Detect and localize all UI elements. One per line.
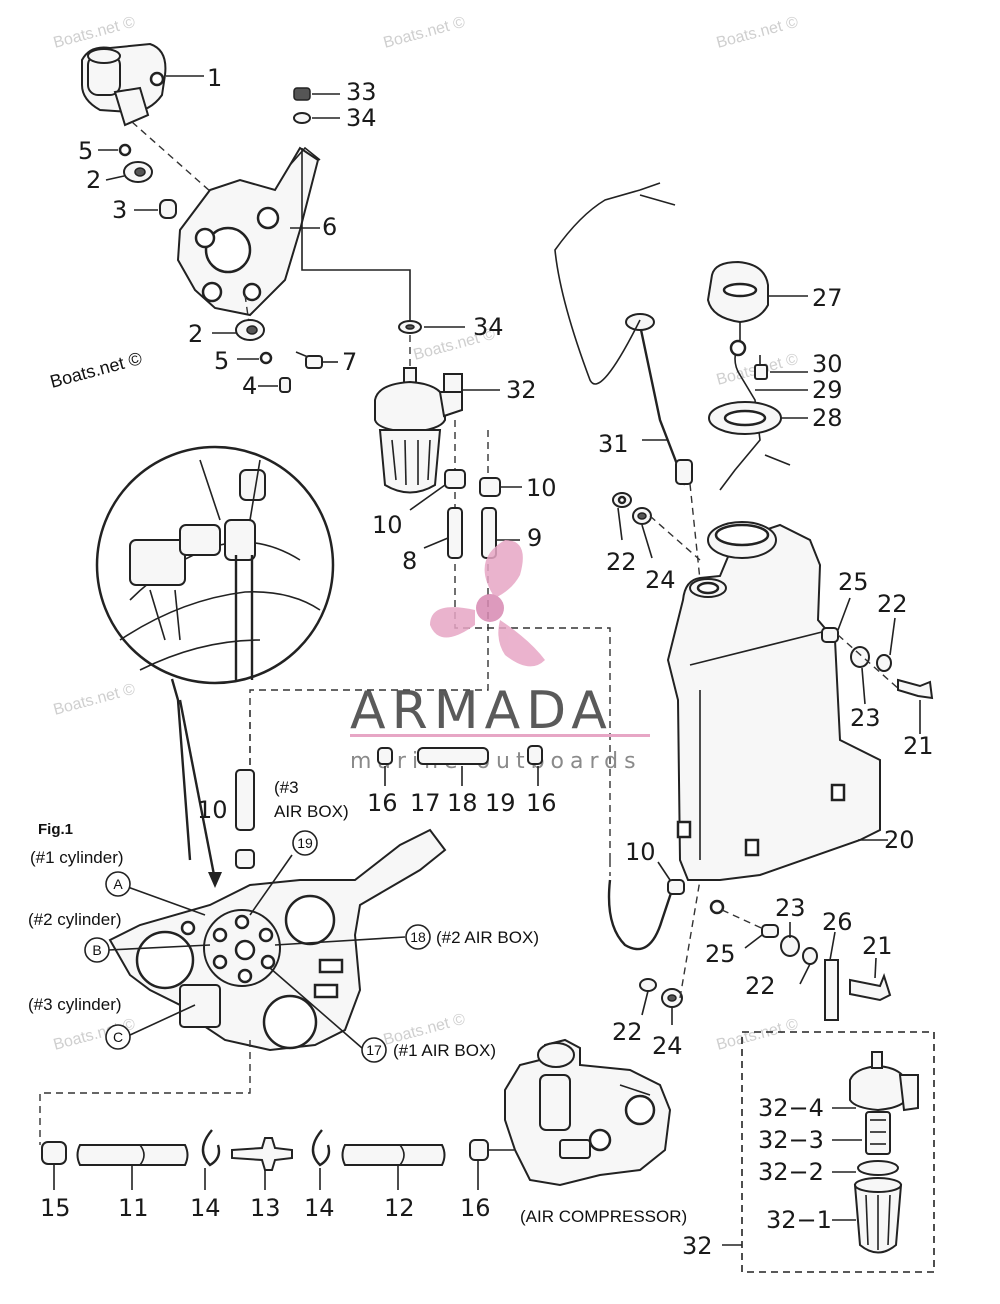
- part-label: 23: [850, 704, 881, 732]
- circle-label-c: C: [113, 1029, 123, 1045]
- part-label: 5: [214, 347, 229, 375]
- part-label: 22: [877, 590, 908, 618]
- logo-brand-name: ARMADA: [350, 681, 613, 741]
- part-label: 16: [526, 789, 557, 817]
- part-label: 32−2: [758, 1158, 824, 1186]
- circle-label-b: B: [92, 942, 101, 958]
- part-number-labels: 1 5 2 3 6 2 5 4 7 33 34 34 32 10 10 8 9 …: [40, 64, 934, 1260]
- part-label: 24: [645, 566, 676, 594]
- circle-label-19: 19: [297, 835, 313, 851]
- part-label: 21: [903, 732, 934, 760]
- detail-circle: [95, 445, 335, 888]
- middle-small-parts: [377, 745, 543, 786]
- part-label: 10: [197, 796, 228, 824]
- part-label: 5: [78, 137, 93, 165]
- part-label: 6: [322, 213, 337, 241]
- part-label: 32−3: [758, 1126, 824, 1154]
- part-label: 7: [342, 348, 357, 376]
- part-label: 10: [625, 838, 656, 866]
- air-box-1-label: (#1 AIR BOX): [393, 1041, 496, 1060]
- logo-tagline: marine outboards: [350, 749, 642, 774]
- part-label: 14: [190, 1194, 221, 1222]
- part-label: 10: [372, 511, 403, 539]
- part-label: 20: [884, 826, 915, 854]
- part-label: 27: [812, 284, 843, 312]
- part-label: 22: [745, 972, 776, 1000]
- watermark: Boats.net ©: [52, 681, 138, 719]
- part-label: 12: [384, 1194, 415, 1222]
- air-box-2-label: (#2 AIR BOX): [436, 928, 539, 947]
- part-label: 9: [527, 524, 542, 552]
- part-label: 29: [812, 376, 843, 404]
- part-label: 21: [862, 932, 893, 960]
- part-label: 19: [485, 789, 516, 817]
- cylinder-1-label: (#1 cylinder): [30, 848, 124, 867]
- armada-logo: ARMADA marine outboards: [350, 540, 650, 774]
- part-label: 3: [112, 196, 127, 224]
- air-box-3-label-line1: (#3: [274, 778, 299, 797]
- part-label: 23: [775, 894, 806, 922]
- part-label: 24: [652, 1032, 683, 1060]
- part-label: 16: [460, 1194, 491, 1222]
- watermark: Boats.net ©: [715, 14, 801, 52]
- oil-tank: [554, 182, 934, 1025]
- part-label: 2: [188, 320, 203, 348]
- part-label: 32−4: [758, 1094, 824, 1122]
- part-label: 33: [346, 78, 377, 106]
- part-label: 14: [304, 1194, 335, 1222]
- valve-bracket-assembly: [81, 42, 338, 393]
- circled-references: A B C 19 18 17: [84, 830, 431, 1063]
- circle-label-a: A: [113, 876, 123, 892]
- watermark: Boats.net ©: [382, 14, 468, 52]
- part-label: 32: [506, 376, 537, 404]
- watermark: Boats.net ©: [715, 1016, 801, 1054]
- part-label: 25: [838, 568, 869, 596]
- air-compressor-label: (AIR COMPRESSOR): [520, 1207, 687, 1226]
- air-manifold-plate: [39, 710, 611, 1145]
- part-label: 28: [812, 404, 843, 432]
- part-label: 30: [812, 350, 843, 378]
- part-label: 18: [447, 789, 478, 817]
- part-label: 26: [822, 908, 853, 936]
- part-label: 13: [250, 1194, 281, 1222]
- figure-title: Fig.1: [38, 821, 73, 838]
- part-label: 32: [682, 1232, 713, 1260]
- part-label: 34: [346, 104, 377, 132]
- cylinder-2-label: (#2 cylinder): [28, 910, 122, 929]
- propeller-icon: [430, 540, 545, 667]
- circle-label-18: 18: [410, 929, 426, 945]
- part-label: 17: [410, 789, 441, 817]
- part-label: 1: [207, 64, 222, 92]
- air-box-3-label-line2: AIR BOX): [274, 802, 349, 821]
- figure-annotations: Fig.1 (#1 cylinder) (#2 cylinder) (#3 cy…: [28, 778, 687, 1226]
- part-label: 15: [40, 1194, 71, 1222]
- part-label: 22: [606, 548, 637, 576]
- circle-label-17: 17: [366, 1042, 382, 1058]
- part-label: 8: [402, 547, 417, 575]
- bottom-hose-row: [41, 1129, 514, 1190]
- part-label: 16: [367, 789, 398, 817]
- part-label: 11: [118, 1194, 149, 1222]
- part-label: 32−1: [766, 1206, 832, 1234]
- part-label: 2: [86, 166, 101, 194]
- part-label: 31: [598, 430, 629, 458]
- part-label: 4: [242, 372, 257, 400]
- air-compressor: [504, 1038, 672, 1187]
- part-label: 10: [526, 474, 557, 502]
- part-label: 25: [705, 940, 736, 968]
- part-label: 22: [612, 1018, 643, 1046]
- part-label: 34: [473, 313, 504, 341]
- filter-subparts-box: [722, 1031, 935, 1273]
- cylinder-3-label: (#3 cylinder): [28, 995, 122, 1014]
- credit-text: Boats.net ©: [48, 348, 144, 392]
